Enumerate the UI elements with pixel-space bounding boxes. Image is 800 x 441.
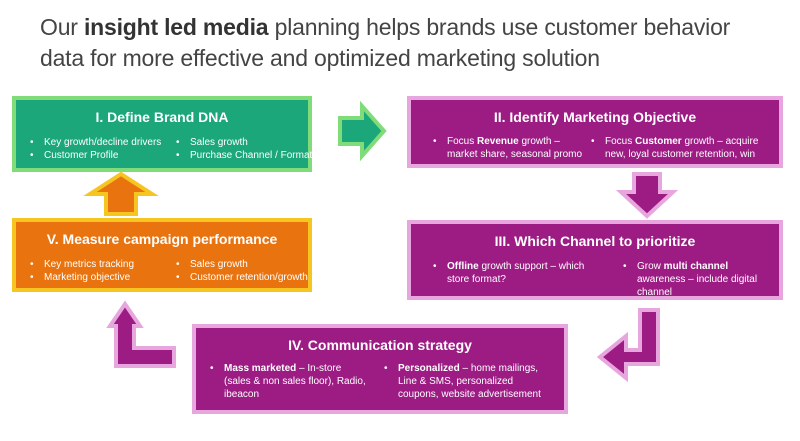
box-define-brand-dna-header: I. Define Brand DNA	[95, 109, 229, 125]
box-define-brand-dna: I. Define Brand DNA Key growth/decline d…	[12, 96, 312, 172]
bullet-key-metrics: Key metrics tracking	[30, 258, 170, 271]
arrow-up-icon	[83, 171, 159, 216]
box-identify-marketing-objective: II. Identify Marketing Objective Focus R…	[407, 96, 783, 168]
bullet-focus-revenue: Focus Revenue growth – market share, sea…	[433, 135, 583, 161]
bullet-sales-growth-2: Sales growth	[176, 258, 316, 271]
bullet-key-growth: Key growth/decline drivers	[30, 136, 170, 149]
bullet-marketing-objective: Marketing objective	[30, 271, 170, 284]
box-communication-strategy-header: IV. Communication strategy	[288, 337, 472, 353]
bullet-multi-channel: Grow multi channel awareness – include d…	[623, 260, 763, 298]
title-part2: planning helps brands use customer behav…	[40, 14, 731, 71]
box-measure-campaign-performance-header: V. Measure campaign performance	[46, 231, 278, 247]
bullet-offline-growth: Offline growth support – which store for…	[433, 260, 593, 286]
box-measure-campaign-performance: V. Measure campaign performance Key metr…	[12, 218, 312, 292]
bullet-customer-retention: Customer retention/growth	[176, 271, 316, 284]
title-bold: insight led media	[83, 14, 269, 40]
title-part1: Our	[40, 14, 84, 40]
box-which-channel-header: III. Which Channel to prioritize	[494, 233, 696, 249]
box-identify-marketing-objective-header: II. Identify Marketing Objective	[493, 109, 697, 125]
bullet-sales-growth: Sales growth	[176, 136, 316, 149]
bullet-personalized: Personalized – home mailings, Line & SMS…	[384, 362, 556, 401]
page-title: Our insight led media planning helps bra…	[40, 12, 780, 74]
arrow-right-icon	[338, 100, 387, 162]
curved-arrow-up-icon	[106, 300, 176, 368]
bullet-focus-customer: Focus Customer growth – acquire new, loy…	[591, 135, 773, 161]
arrow-down-icon	[615, 172, 679, 219]
bullet-purchase-channel: Purchase Channel / Format	[176, 149, 316, 162]
box-which-channel: III. Which Channel to prioritize Offline…	[407, 220, 783, 300]
bullet-mass-marketed: Mass marketed – In-store (sales & non sa…	[210, 362, 370, 401]
bullet-customer-profile: Customer Profile	[30, 149, 170, 162]
box-communication-strategy: IV. Communication strategy Mass marketed…	[192, 324, 568, 414]
curved-arrow-down-left-icon	[596, 308, 660, 383]
